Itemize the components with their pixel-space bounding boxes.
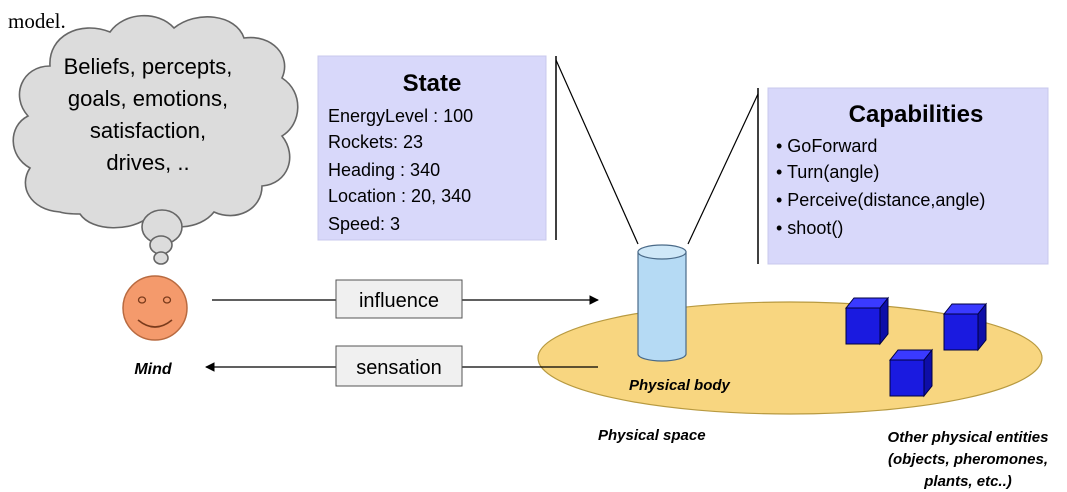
- caption-fragment: model.: [8, 9, 66, 33]
- other-entities-line-2: (objects, pheromones,: [888, 451, 1048, 468]
- capability-perceive: • Perceive(distance,angle): [776, 190, 985, 210]
- thought-line-3: satisfaction,: [90, 118, 206, 143]
- state-title: State: [403, 70, 462, 97]
- other-entities-line-1: Other physical entities: [888, 429, 1049, 446]
- state-location: Location : 20, 340: [328, 186, 471, 206]
- capabilities-box: Capabilities • GoForward • Turn(angle) •…: [767, 87, 1049, 265]
- influence-label-box: influence: [335, 279, 463, 319]
- capability-shoot: • shoot(): [776, 218, 843, 238]
- other-entities-line-3: plants, etc..): [923, 473, 1012, 490]
- state-rockets: Rockets: 23: [328, 132, 423, 152]
- thought-bubble-small: [153, 251, 169, 265]
- capabilities-pointer-line: [687, 93, 759, 245]
- other-entities-label: Other physical entities (objects, pherom…: [888, 429, 1049, 490]
- mind-face: [122, 275, 188, 341]
- state-box: State EnergyLevel : 100 Rockets: 23 Head…: [317, 55, 547, 241]
- physical-body-cylinder: [637, 244, 687, 362]
- capability-turn: • Turn(angle): [776, 162, 879, 182]
- thought-line-4: drives, ..: [106, 150, 189, 175]
- mind-label: Mind: [134, 361, 173, 378]
- thought-line-2: goals, emotions,: [68, 86, 228, 111]
- cube-1: [844, 296, 890, 346]
- thought-line-1: Beliefs, percepts,: [64, 54, 233, 79]
- cube-3: [888, 348, 934, 398]
- sensation-label: sensation: [356, 357, 442, 379]
- influence-label: influence: [359, 290, 439, 312]
- thought-bubble: [12, 14, 299, 265]
- state-heading: Heading : 340: [328, 160, 440, 180]
- cube-2: [942, 302, 988, 352]
- sensation-label-box: sensation: [335, 345, 463, 387]
- state-energy-level: EnergyLevel : 100: [328, 106, 473, 126]
- state-speed: Speed: 3: [328, 214, 400, 234]
- capabilities-title: Capabilities: [849, 101, 984, 128]
- capability-goforward: • GoForward: [776, 136, 877, 156]
- physical-body-label: Physical body: [629, 377, 731, 394]
- thought-bubble-text: Beliefs, percepts, goals, emotions, sati…: [64, 54, 233, 175]
- physical-space-label: Physical space: [598, 427, 706, 444]
- state-pointer-line: [555, 59, 639, 245]
